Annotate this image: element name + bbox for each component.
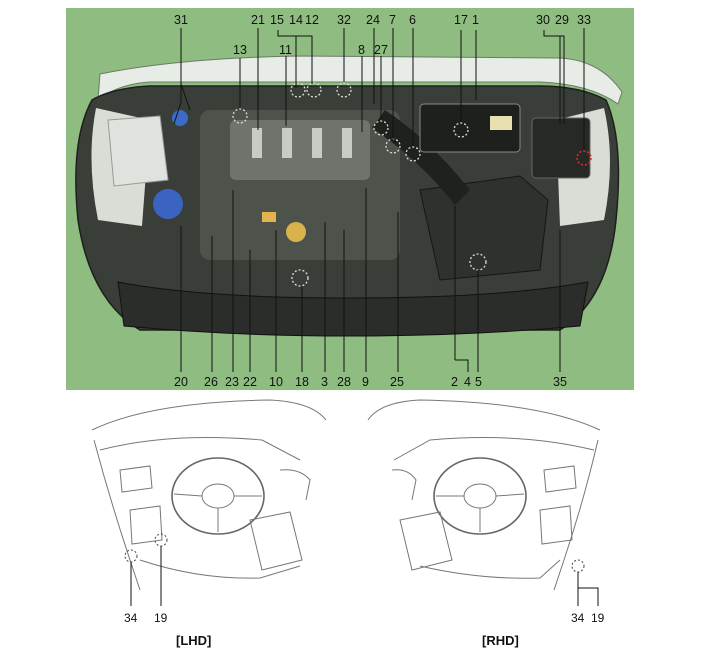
marker-18 — [291, 269, 309, 287]
bottom-callout-labels: 20 26 23 22 10 18 3 28 9 25 2 4 5 35 — [174, 375, 567, 389]
callout-1: 1 — [472, 13, 479, 27]
dipstick-handle — [262, 212, 276, 222]
radiator-support — [117, 281, 589, 337]
coolant-cap — [153, 189, 183, 219]
rhd-caption: [RHD] — [482, 633, 519, 648]
fuse-box — [531, 117, 591, 179]
callout-28: 28 — [337, 375, 351, 389]
injector-row — [252, 128, 352, 158]
callout-24: 24 — [366, 13, 380, 27]
callout-3: 3 — [321, 375, 328, 389]
callout-11: 11 — [279, 43, 292, 57]
lhd-labels: 34 19 — [124, 611, 168, 625]
rhd-steering-hub — [463, 483, 497, 509]
lhd-callout-19: 19 — [154, 611, 168, 625]
battery-label — [490, 116, 512, 130]
marker-33 — [576, 150, 592, 166]
marker-17 — [453, 122, 469, 138]
intake-hose — [372, 110, 470, 205]
cylinder-head — [230, 120, 370, 180]
callout-27: 27 — [374, 43, 388, 57]
callout-22: 22 — [243, 375, 257, 389]
blue-cap — [172, 110, 188, 126]
rhd-labels: 34 19 — [571, 611, 605, 625]
engine-bay-panel: 31 21 15 14 12 32 24 7 6 17 1 30 29 33 1… — [66, 8, 634, 390]
top-callout-labels: 31 21 15 14 12 32 24 7 6 17 1 30 29 33 1… — [174, 13, 591, 57]
callout-31: 31 — [174, 13, 188, 27]
callout-4: 4 — [464, 375, 471, 389]
bottom-leader-lines — [180, 188, 561, 372]
lhd-caption: [LHD] — [176, 633, 211, 648]
marker-6 — [405, 146, 421, 162]
marker-13 — [232, 108, 248, 124]
washer-reservoir — [107, 115, 169, 187]
location-markers — [232, 82, 487, 287]
rhd-steering-wheel — [433, 457, 527, 535]
callout-9: 9 — [362, 375, 369, 389]
rhd-callout-19: 19 — [591, 611, 605, 625]
callout-35: 35 — [553, 375, 567, 389]
marker-32 — [336, 82, 352, 98]
hood-edge — [97, 55, 623, 105]
callout-21: 21 — [251, 13, 265, 27]
lhd-steering-hub — [201, 483, 235, 509]
marker-12 — [306, 82, 322, 98]
callout-12: 12 — [305, 13, 319, 27]
rhd-dashboard-drawing — [367, 399, 601, 606]
callout-2: 2 — [451, 375, 458, 389]
callout-13: 13 — [233, 43, 247, 57]
rhd-callout-34: 34 — [571, 611, 585, 625]
rhd-marker-34-19 — [571, 559, 585, 573]
callout-8: 8 — [358, 43, 365, 57]
lhd-callout-34: 34 — [124, 611, 138, 625]
air-filter-box — [419, 175, 549, 281]
callout-10: 10 — [269, 375, 283, 389]
callout-25: 25 — [390, 375, 404, 389]
oil-cap — [286, 222, 306, 242]
callout-30: 30 — [536, 13, 550, 27]
callout-23: 23 — [225, 375, 239, 389]
callout-32: 32 — [337, 13, 351, 27]
callout-17: 17 — [454, 13, 468, 27]
callout-33: 33 — [577, 13, 591, 27]
callout-29: 29 — [555, 13, 569, 27]
callout-26: 26 — [204, 375, 218, 389]
callout-18: 18 — [295, 375, 309, 389]
lhd-steering-wheel — [171, 457, 265, 535]
top-leader-lines — [173, 28, 585, 150]
callout-14: 14 — [289, 13, 303, 27]
lhd-dashboard-drawing — [91, 399, 327, 606]
callout-6: 6 — [409, 13, 416, 27]
callout-15: 15 — [270, 13, 284, 27]
marker-14 — [290, 82, 306, 98]
callout-7: 7 — [389, 13, 396, 27]
marker-27 — [373, 120, 389, 136]
callout-20: 20 — [174, 375, 188, 389]
callout-5: 5 — [475, 375, 482, 389]
